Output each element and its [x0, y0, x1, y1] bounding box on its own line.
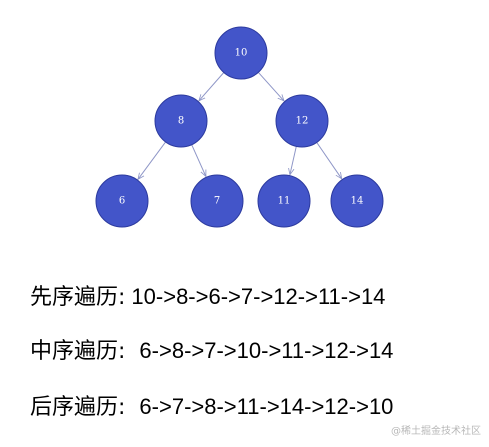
- tree-nodes: 10 8 12 6 7 11 14: [95, 26, 384, 228]
- tree-node-circle: [330, 174, 384, 228]
- tree-node-10: 10: [214, 26, 268, 80]
- tree-node-label: 6: [119, 196, 125, 207]
- tree-node-11: 11: [257, 174, 311, 228]
- tree-node-14: 14: [330, 174, 384, 228]
- binary-tree-diagram: 10 8 12 6 7 11 14: [95, 26, 384, 228]
- preorder-sequence: 10->8->6->7->12->11->14: [131, 284, 386, 309]
- tree-edge-8-to-6: [138, 141, 167, 179]
- source-watermark: @稀土掘金技术社区: [391, 426, 481, 437]
- tree-node-circle: [154, 94, 208, 148]
- tree-node-12: 12: [275, 94, 329, 148]
- tree-node-circle: [95, 174, 149, 228]
- preorder-label: 先序遍历:: [30, 285, 126, 310]
- tree-node-label: 11: [278, 196, 291, 207]
- tree-node-circle: [190, 174, 244, 228]
- inorder-sequence: 6->8->7->10->11->12->14: [139, 338, 394, 363]
- inorder-label: 中序遍历:: [30, 339, 126, 364]
- tree-node-circle: [257, 174, 311, 228]
- tree-node-label: 12: [296, 116, 309, 127]
- postorder-sequence: 6->7->8->11->14->12->10: [139, 394, 394, 419]
- tree-edge-10-to-12: [258, 72, 284, 101]
- tree-edge-12-to-11: [290, 146, 297, 174]
- tree-edge-10-to-8: [199, 72, 225, 101]
- tree-node-label: 14: [351, 196, 364, 207]
- tree-node-circle: [214, 26, 268, 80]
- tree-node-label: 7: [214, 196, 220, 207]
- tree-node-8: 8: [154, 94, 208, 148]
- tree-node-label: 10: [235, 48, 248, 59]
- preorder-traversal-row: 先序遍历:10->8->6->7->12->11->14: [30, 286, 385, 309]
- inorder-traversal-row: 中序遍历: 6->8->7->10->11->12->14: [30, 340, 393, 363]
- tree-edges: [138, 72, 342, 179]
- postorder-label: 后序遍历:: [30, 395, 126, 420]
- postorder-traversal-row: 后序遍历: 6->7->8->11->14->12->10: [30, 396, 393, 419]
- tree-node-7: 7: [190, 174, 244, 228]
- tree-edge-8-to-7: [191, 144, 207, 177]
- tree-node-6: 6: [95, 174, 149, 228]
- tree-edge-12-to-14: [316, 142, 342, 178]
- tree-node-label: 8: [178, 116, 184, 127]
- tree-node-circle: [275, 94, 329, 148]
